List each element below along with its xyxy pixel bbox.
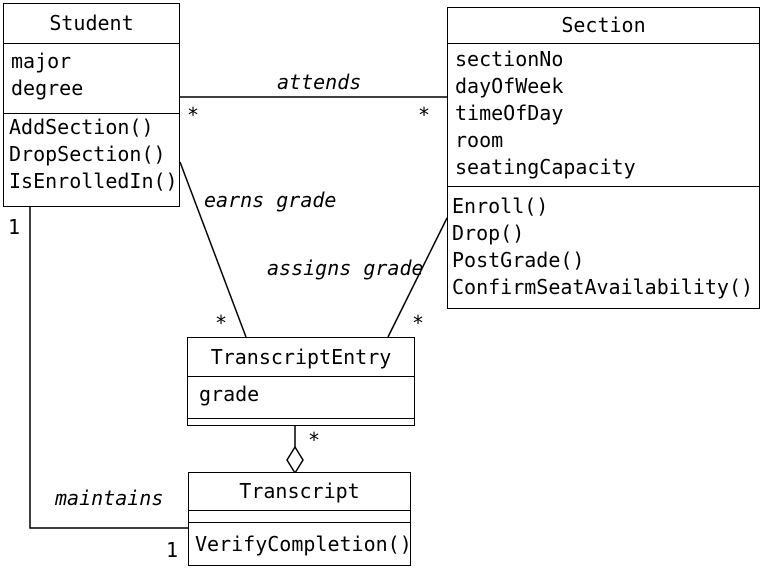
attribute: major [11,49,72,73]
attribute-list: grade [188,377,414,419]
multiplicity-label: * [412,311,425,335]
attribute: seatingCapacity [455,155,636,179]
operation-list: VerifyCompletion() [189,523,412,558]
assigns-grade-line [387,217,448,338]
attribute-list: sectionNo dayOfWeek timeOfDay room seati… [448,44,759,187]
earns-grade-line [179,161,247,338]
attends-label: attends [277,70,362,94]
class-name: Section [448,8,759,44]
assigns-grade-label: assigns grade [267,256,424,280]
operation: IsEnrolledIn() [9,169,178,193]
class-name: Transcript [189,473,410,511]
multiplicity-label: 1 [166,538,179,562]
operation-list: AddSection() DropSection() IsEnrolledIn(… [4,114,179,195]
attribute: room [455,128,504,152]
attribute-list [189,511,410,523]
attribute: sectionNo [455,47,564,71]
multiplicity-label: * [418,103,431,127]
operation: VerifyCompletion() [195,532,412,556]
multiplicity-label: 1 [8,215,21,239]
multiplicity-label: * [187,103,200,127]
class-name: TranscriptEntry [188,338,414,377]
operation: ConfirmSeatAvailability() [452,275,754,299]
operation: AddSection() [9,115,154,139]
section-class[interactable]: Section sectionNo dayOfWeek timeOfDay ro… [447,7,760,309]
attribute: grade [199,382,260,406]
aggregation-diamond-icon [286,445,304,475]
transcript-class[interactable]: Transcript VerifyCompletion() [188,472,412,566]
attribute: dayOfWeek [455,74,564,98]
transcript-entry-class[interactable]: TranscriptEntry grade [187,337,415,426]
multiplicity-label: * [215,311,228,335]
maintains-label: maintains [55,486,164,510]
operation: DropSection() [9,142,166,166]
attribute: timeOfDay [455,101,564,125]
operation-list: Enroll() Drop() PostGrade() ConfirmSeatA… [448,187,759,301]
multiplicity-label: * [308,428,321,452]
maintains-line [29,207,188,529]
class-name: Student [4,4,179,44]
earns-grade-label: earns grade [204,188,337,212]
operation: Enroll() [452,194,549,218]
student-class[interactable]: Student major degree AddSection() DropSe… [3,3,180,207]
operation: PostGrade() [452,248,585,272]
attribute-list: major degree [4,44,179,114]
attribute: degree [11,76,84,100]
operation: Drop() [452,221,525,245]
